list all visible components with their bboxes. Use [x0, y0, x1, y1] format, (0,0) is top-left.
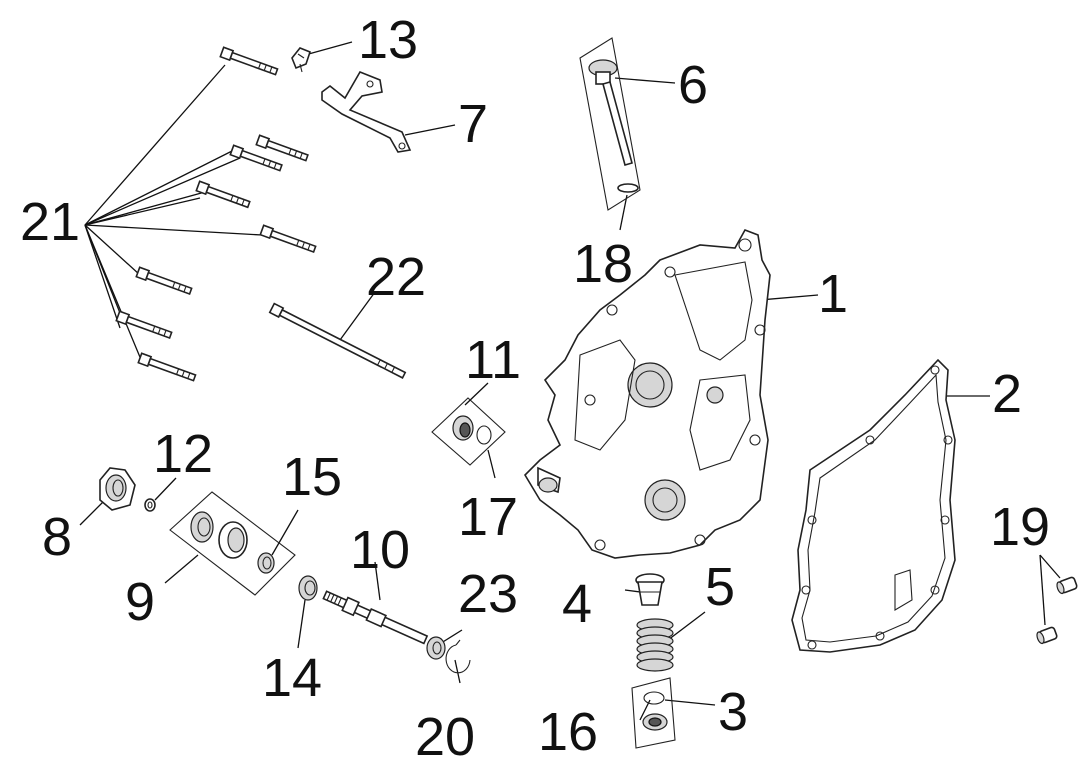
callout-18: 18	[573, 234, 633, 294]
callout-6: 6	[678, 55, 708, 115]
callout-12: 12	[153, 424, 213, 484]
callout-22: 22	[366, 247, 426, 307]
callout-5: 5	[705, 557, 735, 617]
callout-4: 4	[562, 574, 592, 634]
callout-3: 3	[718, 682, 748, 742]
crankcase-cover-1	[523, 229, 771, 559]
seal-group-3-16	[631, 677, 676, 749]
dowel-pins-19	[1036, 576, 1078, 645]
callout-labels: 1 2 3 4 5 6 7 8 9 10 11 12 13 14 15 16 1…	[20, 10, 1050, 767]
callout-11: 11	[465, 330, 521, 390]
long-stud-22	[268, 302, 407, 379]
bearing-group-9-15	[169, 491, 296, 596]
gasket-2	[791, 358, 956, 653]
callout-21: 21	[20, 192, 80, 252]
callout-1: 1	[818, 264, 848, 324]
callout-15: 15	[282, 447, 342, 507]
clip-13	[291, 47, 311, 73]
callout-8: 8	[42, 507, 72, 567]
plug-4	[635, 573, 665, 606]
callout-17: 17	[458, 487, 518, 547]
spring-5	[636, 618, 674, 672]
bearing-23	[426, 636, 446, 660]
callout-20: 20	[415, 707, 475, 767]
callout-16: 16	[538, 702, 598, 762]
callout-10: 10	[350, 520, 410, 580]
shaft-10	[322, 590, 429, 645]
dipstick-6-18	[579, 37, 641, 211]
callout-13: 13	[358, 10, 418, 70]
callout-19: 19	[990, 497, 1050, 557]
callout-23: 23	[458, 564, 518, 624]
circlip-20	[445, 639, 471, 674]
bolt-set-21	[115, 46, 317, 382]
part-8	[99, 467, 136, 511]
washer-12	[144, 498, 156, 512]
bracket-7	[321, 70, 412, 153]
leader-lines	[79, 41, 1061, 721]
bearing-14	[298, 575, 318, 601]
callout-14: 14	[262, 648, 322, 708]
seal-group-11-17	[431, 397, 506, 466]
callout-7: 7	[458, 94, 488, 154]
callout-2: 2	[992, 364, 1022, 424]
callout-9: 9	[125, 572, 155, 632]
